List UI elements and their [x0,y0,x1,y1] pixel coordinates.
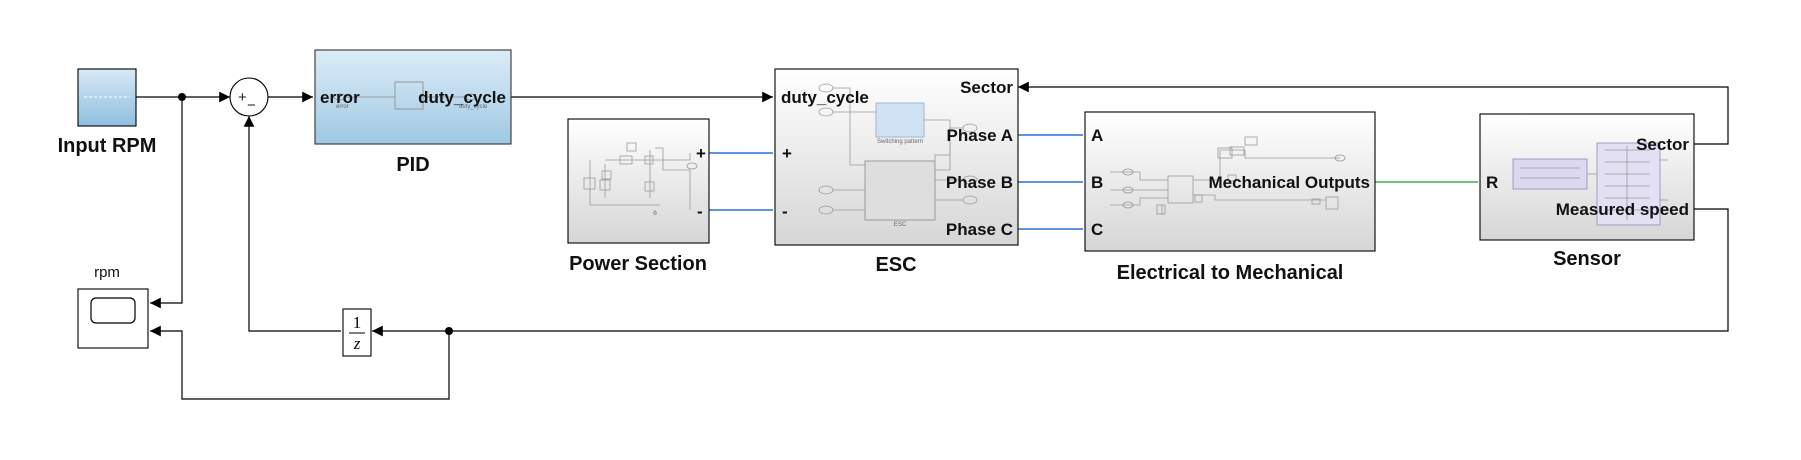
sensor-port-r: R [1486,173,1498,192]
esc-inner-block [864,160,936,221]
power-section-block[interactable]: + - Power Section [567,118,710,275]
esc-label: ESC [875,254,916,276]
signal-delay-to-sum[interactable] [243,116,341,332]
unit-delay-denominator: z [353,334,361,353]
signal-speed-feedback[interactable] [372,208,1729,337]
esc-block[interactable]: Switching pattern ESC duty_cycle + - Sec… [774,68,1019,276]
input-rpm-label: Input RPM [58,135,157,157]
em-port-b: B [1091,173,1103,192]
esc-port-phase-a: Phase A [947,126,1013,145]
signal-input-to-scope[interactable] [150,97,183,309]
electrical-to-mechanical-block[interactable]: A B C Mechanical Outputs Electrical to M… [1084,111,1376,284]
em-port-c: C [1091,220,1103,239]
scope-display-icon [90,297,136,324]
pid-inner-error: error [336,104,349,110]
scope-label: rpm [94,264,120,281]
switching-pattern-label: Switching pattern [877,139,923,145]
rpm-scope-block[interactable]: rpm [77,264,149,349]
unit-delay-numerator: 1 [353,313,362,332]
sensor-inner-subsystems [1512,142,1668,226]
power-section-inner-circuit [583,142,698,215]
pid-inner-gain [394,81,424,110]
sensor-label: Sensor [1553,248,1621,270]
esc-inner-subsystems: Switching pattern ESC [818,83,978,228]
esc-port-minus: - [782,202,788,221]
sum-minus-sign: − [247,97,256,114]
sensor-block[interactable]: R Sector Measured speed Sensor [1479,113,1695,270]
sum-block[interactable]: + − [229,77,269,117]
esc-port-sector: Sector [960,78,1013,97]
signal-sector-feedback[interactable] [1018,81,1729,145]
esc-port-phase-b: Phase B [946,173,1013,192]
power-section-label: Power Section [569,253,707,275]
esc-port-plus: + [782,144,792,163]
esc-port-duty-cycle: duty_cycle [781,88,869,107]
input-rpm-block[interactable]: Input RPM [58,68,157,157]
em-port-a: A [1091,126,1103,145]
pid-port-duty-cycle: duty_cycle [418,88,506,107]
unit-delay-block[interactable]: 1 z [342,308,372,357]
pid-block[interactable]: error duty_cycle error duty_cycle PID [314,49,512,176]
sum-plus-sign: + [238,89,247,106]
pid-label: PID [396,154,429,176]
em-inner-circuit [1110,136,1346,215]
pid-inner-duty: duty_cycle [459,104,488,110]
sensor-port-sector: Sector [1636,135,1689,154]
pid-port-error: error [320,88,360,107]
esc-inner-label: ESC [894,222,907,228]
esc-port-phase-c: Phase C [946,220,1013,239]
em-label: Electrical to Mechanical [1117,262,1344,284]
em-port-mechanical-outputs: Mechanical Outputs [1208,173,1370,192]
power-section-port-plus: + [696,144,706,163]
sensor-port-measured-speed: Measured speed [1556,200,1689,219]
power-section-port-minus: - [697,202,703,221]
switching-pattern-block [875,102,925,138]
signal-speed-to-scope[interactable] [150,325,450,400]
